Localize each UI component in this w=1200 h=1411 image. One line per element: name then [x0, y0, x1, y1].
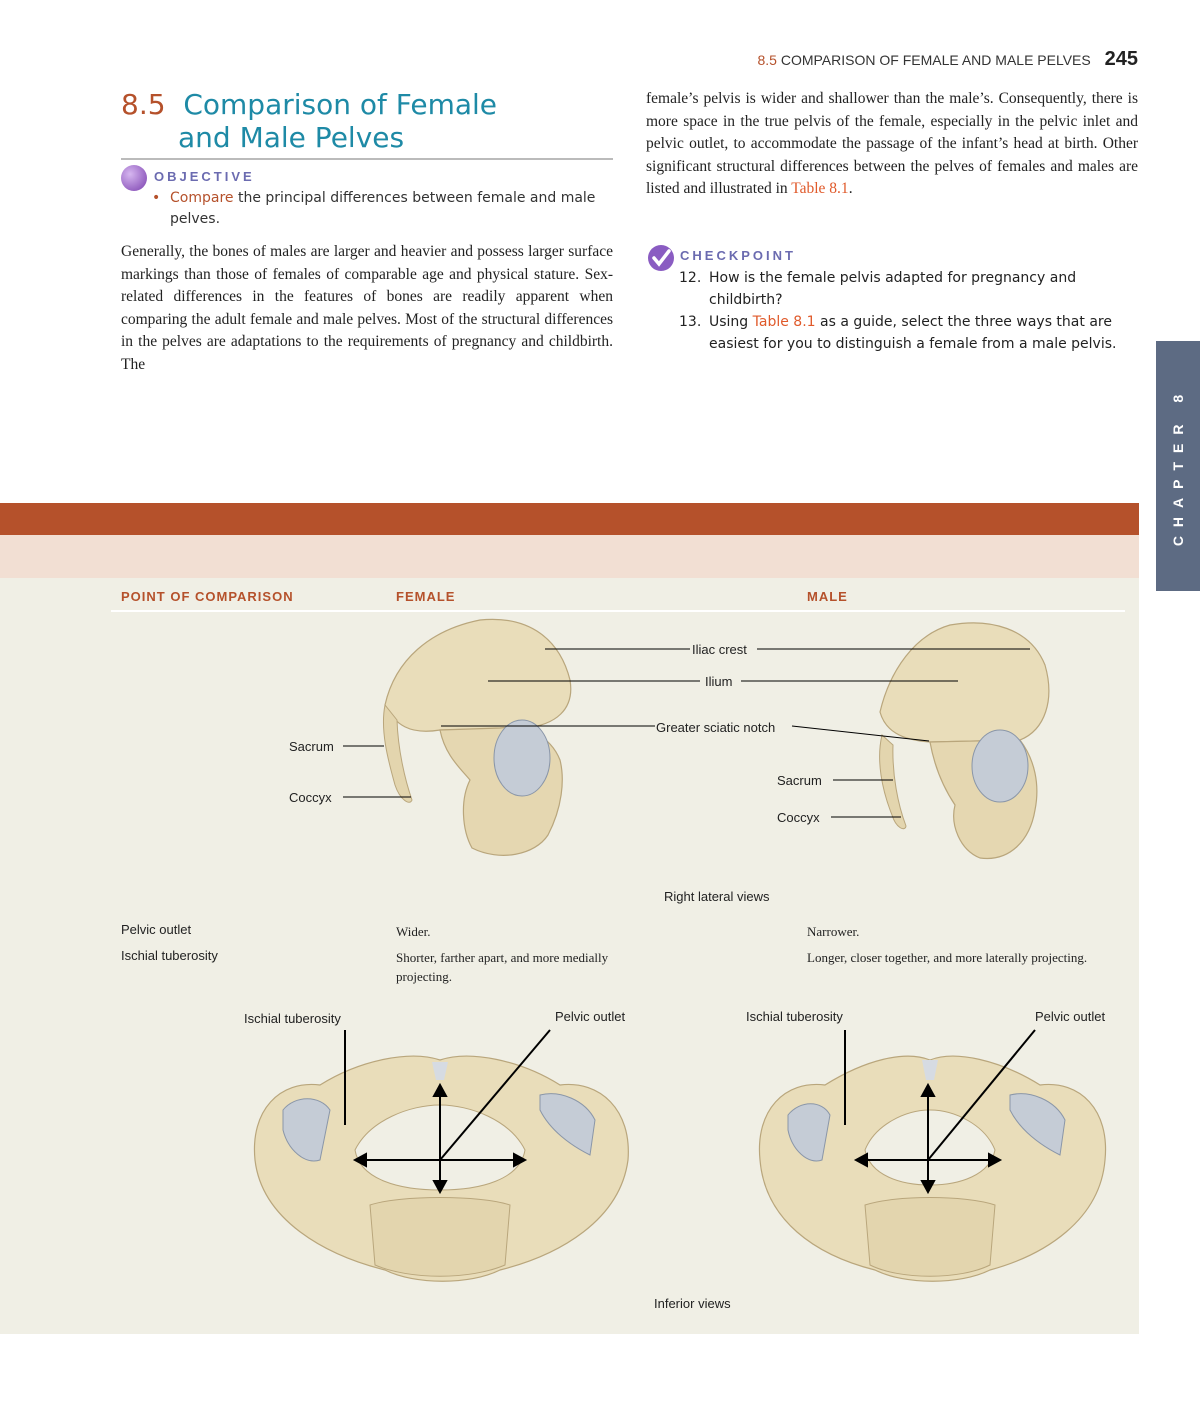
checkpoint-question: 13. Using Table 8.1 as a guide, select t…	[679, 311, 1149, 355]
row-label-ischial-tuberosity: Ischial tuberosity	[121, 948, 218, 963]
running-head-title: COMPARISON OF FEMALE AND MALE PELVES	[780, 52, 1091, 68]
male-inferior-pelvis-illustration	[758, 1055, 1107, 1282]
body-right-text: female’s pelvis is wider and shallower t…	[646, 90, 1138, 197]
label-ischial-tuberosity-female: Ischial tuberosity	[244, 1011, 341, 1026]
q13-part-a: Using	[709, 314, 753, 330]
section-number: 8.5	[121, 88, 166, 121]
caption-lateral-views: Right lateral views	[664, 889, 770, 904]
question-number: 13.	[679, 314, 702, 330]
q13-part-b: as a guide, select the three ways that a…	[709, 314, 1117, 352]
objective-text: Compare the principal differences betwee…	[170, 188, 602, 230]
bullet-icon: •	[152, 190, 161, 206]
page-number: 245	[1104, 48, 1138, 70]
label-pelvic-outlet-male: Pelvic outlet	[1035, 1009, 1106, 1024]
label-iliac-crest: Iliac crest	[692, 642, 747, 657]
question-number: 12.	[679, 270, 702, 286]
checkpoint-question: 12. How is the female pelvis adapted for…	[679, 267, 1149, 311]
table-rule	[111, 610, 1125, 612]
cell-male-pelvic-outlet: Narrower.	[807, 924, 860, 939]
question-text: How is the female pelvis adapted for pre…	[709, 270, 1077, 308]
chapter-tab: CHAPTER 8	[1156, 341, 1200, 591]
objective-item: • Compare the principal differences betw…	[152, 188, 602, 230]
checkpoint-list: 12. How is the female pelvis adapted for…	[679, 267, 1149, 355]
cell-male-ischial-tuberosity: Longer, closer together, and more latera…	[807, 950, 1088, 965]
table-title-band	[0, 535, 1139, 578]
table-header-band	[0, 503, 1139, 535]
table-link[interactable]: Table 8.1	[791, 180, 849, 197]
row-label-pelvic-outlet: Pelvic outlet	[121, 922, 192, 937]
section-title-line2: and Male Pelves	[178, 121, 405, 154]
table-link[interactable]: Table 8.1	[752, 314, 816, 330]
label-coccyx-male: Coccyx	[777, 810, 820, 825]
label-greater-sciatic-notch: Greater sciatic notch	[656, 720, 776, 735]
section-rule	[121, 158, 613, 160]
label-coccyx-female: Coccyx	[289, 790, 332, 805]
checkpoint-check-icon	[647, 244, 675, 272]
cell-female-ischial-tuberosity: Shorter, farther apart, and more mediall…	[396, 950, 609, 984]
running-head: 8.5 COMPARISON OF FEMALE AND MALE PELVES…	[757, 48, 1138, 71]
column-header-male: MALE	[807, 589, 848, 604]
label-ilium: Ilium	[705, 674, 733, 689]
body-right-end: .	[848, 180, 853, 197]
objective-list: • Compare the principal differences betw…	[152, 188, 602, 230]
label-pelvic-outlet-female: Pelvic outlet	[555, 1009, 626, 1024]
objective-badge-icon	[121, 165, 147, 191]
checkpoint-label: CHECKPOINT	[680, 248, 796, 263]
objective-body: the principal differences between female…	[170, 190, 596, 227]
male-lateral-pelvis-illustration	[879, 622, 1050, 860]
section-title: 8.5 Comparison of Female and Male Pelves	[121, 88, 601, 154]
running-head-section: 8.5	[757, 52, 777, 68]
label-ischial-tuberosity-male: Ischial tuberosity	[746, 1009, 843, 1024]
column-header-point: POINT OF COMPARISON	[121, 589, 294, 604]
question-text: Using Table 8.1 as a guide, select the t…	[709, 311, 1149, 355]
objective-label: OBJECTIVE	[154, 169, 255, 184]
female-lateral-pelvis-illustration	[382, 618, 572, 856]
label-sacrum-female: Sacrum	[289, 739, 334, 754]
label-sacrum-male: Sacrum	[777, 773, 822, 788]
objective-verb: Compare	[170, 190, 234, 206]
body-paragraph-right: female’s pelvis is wider and shallower t…	[646, 88, 1138, 201]
female-inferior-pelvis-illustration	[253, 1055, 629, 1282]
inferior-views-figure	[253, 1029, 1107, 1282]
caption-inferior-views: Inferior views	[654, 1296, 731, 1311]
lateral-views-figure	[343, 618, 1050, 860]
cell-female-pelvic-outlet: Wider.	[396, 924, 431, 939]
section-title-line1: Comparison of Female	[183, 88, 498, 121]
column-header-female: FEMALE	[396, 589, 456, 604]
body-paragraph-left: Generally, the bones of males are larger…	[121, 243, 613, 373]
chapter-tab-label: CHAPTER 8	[1170, 385, 1186, 547]
